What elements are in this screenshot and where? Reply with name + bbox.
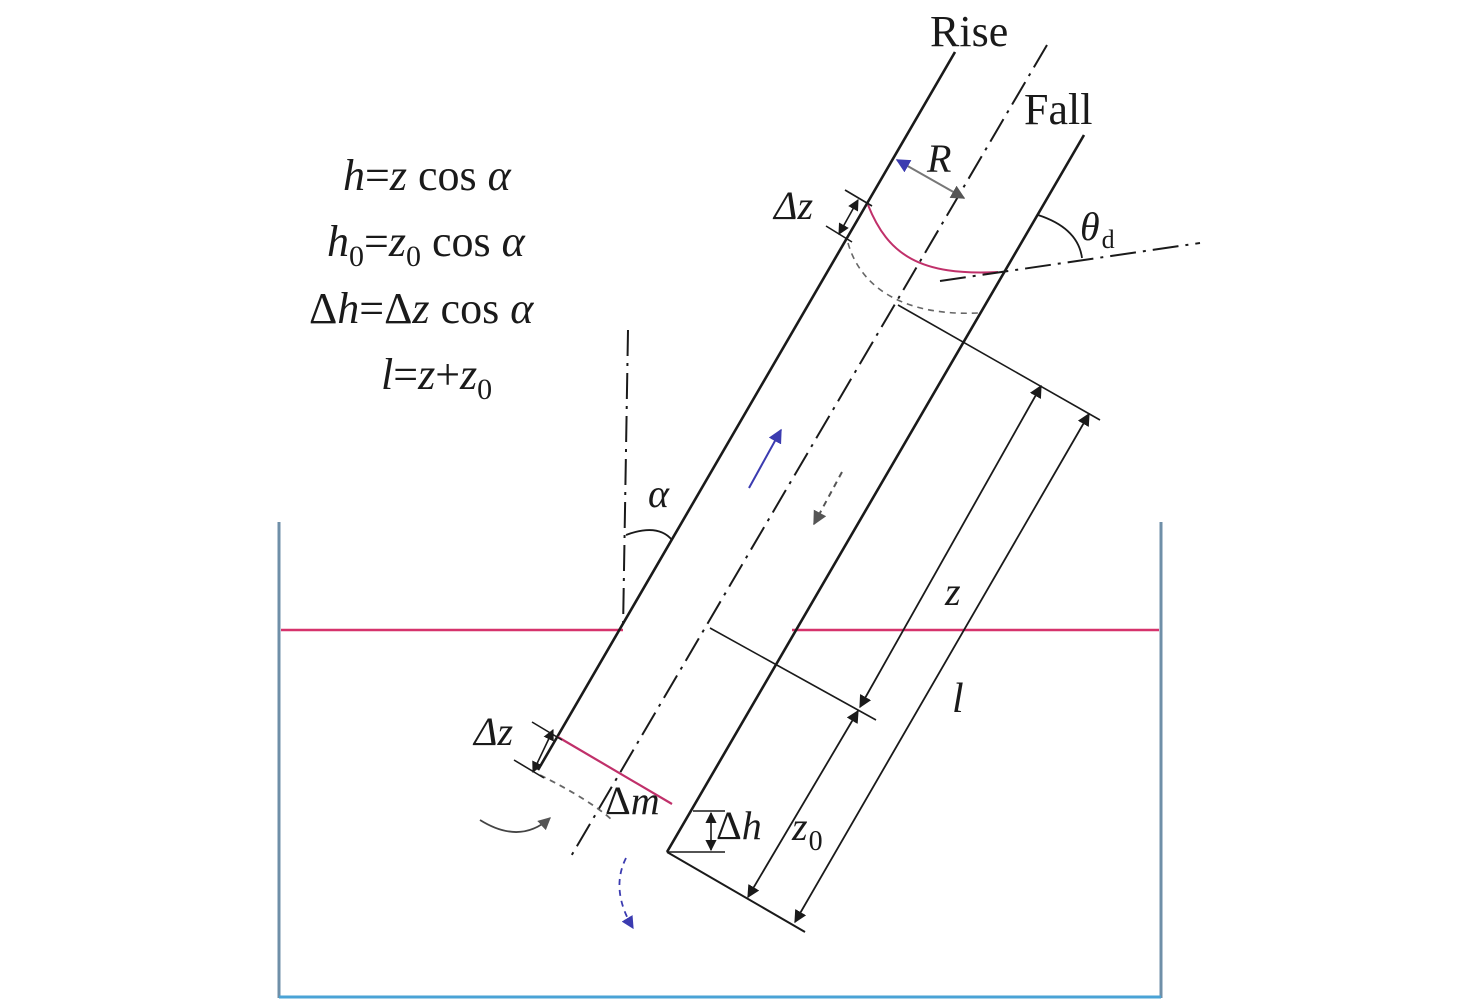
flow-arrows [479,428,843,930]
bottom-water-segment [557,736,673,805]
dz-bottom-tick-2 [513,759,545,779]
bottom-dashed-segment [539,774,613,821]
fall-flow-arrow [813,471,843,526]
equation-h: h=z cos α [343,151,512,200]
equation-dh: Δh=Δz cos α [309,284,534,333]
dz-bottom-arrow [532,728,554,774]
tube-axis [569,44,1048,859]
rise-flow-arrow [748,428,782,489]
tube-left-wall [536,51,957,771]
dz-top-tick-1 [844,189,873,207]
fall-label: Fall [1024,85,1092,134]
dz-top-dimension [825,189,873,243]
ext-line-top [897,304,1101,421]
equation-l: l=z+z0 [381,350,492,406]
dimension-extension-lines [709,304,1101,721]
z-label: z [944,569,961,614]
alpha-label: α [648,471,670,516]
radius-arrow [895,159,966,199]
equation-block: h=z cos α h0=z0 cos α Δh=Δz cos α l=z+z0 [309,151,534,406]
dz-bottom-label: Δz [472,709,513,754]
dz-top-label: Δz [772,183,813,228]
rise-label: Rise [930,7,1008,56]
meniscus-dashed-curve [847,242,979,315]
outflow-arrow [618,857,634,930]
dh-label: Δh [716,803,762,848]
z0-dimension-arrow [747,709,859,899]
theta-label: θd [1080,204,1115,254]
dm-label: Δm [605,778,660,823]
meniscus-curve [867,204,999,274]
equation-h0: h0=z0 cos α [327,217,526,273]
tube-right-wall [665,134,1086,853]
z-dimension-arrow [859,384,1042,709]
l-dimension-arrow [794,412,1090,924]
z0-label: z0 [791,804,823,857]
container [277,522,1163,999]
dz-bottom-dimension [513,721,563,779]
contact-tangent-line [939,242,1201,282]
meniscus [847,204,999,315]
ext-line-water [709,627,877,721]
radius-label: R [926,136,951,181]
tube-bottom-end [666,851,806,933]
alpha-angle-arc [625,529,673,541]
l-label: l [952,676,964,722]
inflow-arrow [479,817,551,833]
dz-bottom-tick-1 [531,721,563,741]
vertical-reference-line [622,329,629,631]
dh-dimension [668,810,725,853]
contact-angle [939,214,1201,282]
dz-top-arrow [838,199,859,235]
contact-angle-arc [1037,214,1083,259]
